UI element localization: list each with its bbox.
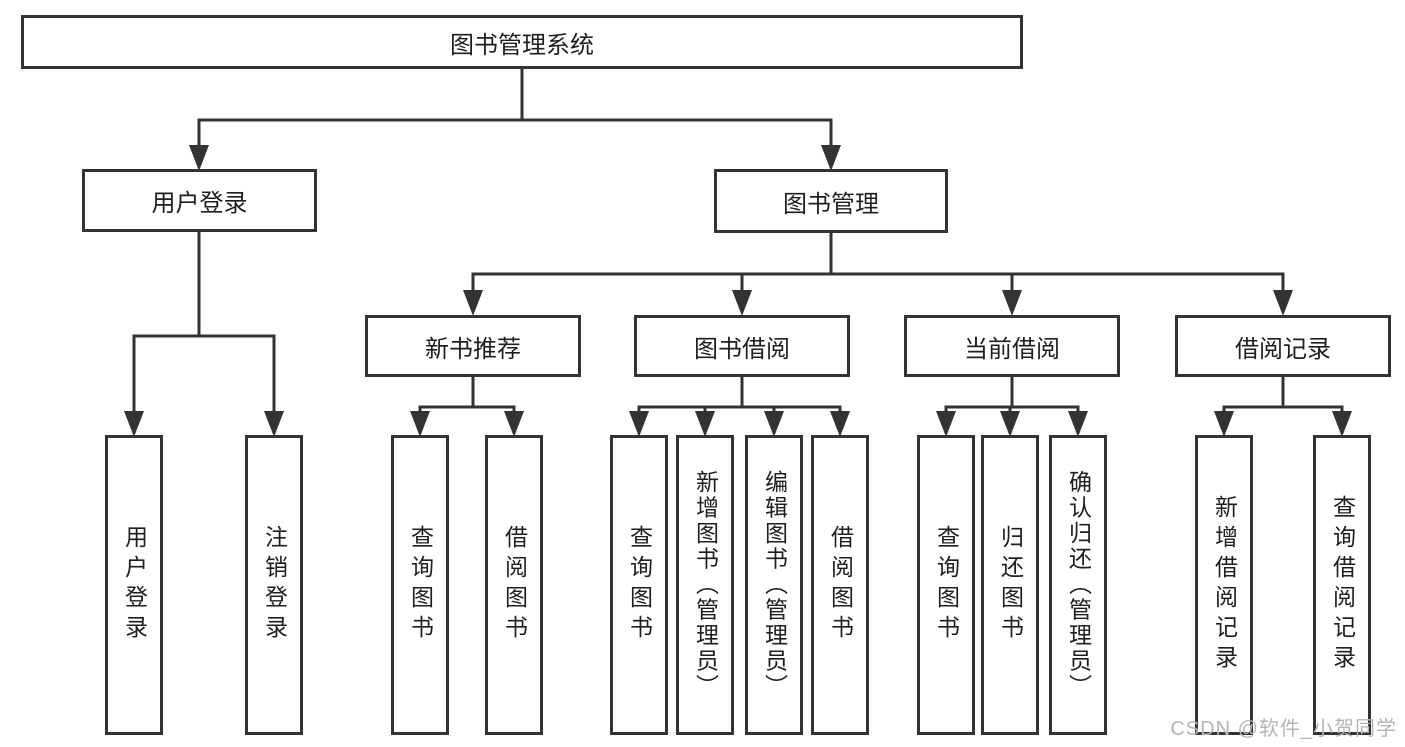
- node-current-borrowing: 当前借阅: [904, 315, 1120, 377]
- node-book-management: 图书管理: [714, 169, 948, 233]
- leaf-borrow-books-recommend: 借阅图书: [485, 435, 543, 735]
- leaf-add-borrow-record: 新增借阅记录: [1195, 435, 1253, 735]
- leaf-query-books-borrowing: 查询图书: [610, 435, 668, 735]
- leaf-confirm-return-admin: 确认归还（管理员）: [1049, 435, 1107, 735]
- leaf-query-books-recommend: 查询图书: [391, 435, 449, 735]
- node-book-borrowing: 图书借阅: [634, 315, 850, 377]
- leaf-edit-book-admin: 编辑图书（管理员）: [745, 435, 803, 735]
- connector-book-management-to-level3: [463, 231, 1293, 316]
- leaf-logout: 注销登录: [245, 435, 303, 735]
- node-user-login: 用户登录: [82, 169, 317, 232]
- node-borrowing-records: 借阅记录: [1175, 315, 1391, 377]
- connector-level3-to-leaves: [410, 375, 1352, 437]
- connector-user-login-to-leaves: [124, 230, 284, 437]
- leaf-query-books-current: 查询图书: [917, 435, 975, 735]
- leaf-user-login: 用户登录: [105, 435, 163, 735]
- connector-root-to-level2: [189, 67, 841, 171]
- leaf-query-borrow-record: 查询借阅记录: [1313, 435, 1371, 735]
- leaf-borrow-books-borrowing: 借阅图书: [811, 435, 869, 735]
- leaf-add-book-admin: 新增图书（管理员）: [676, 435, 734, 735]
- node-library-management-system: 图书管理系统: [21, 15, 1023, 69]
- watermark-text: CSDN @软件_小贺同学: [1170, 718, 1397, 740]
- node-new-book-recommendation: 新书推荐: [365, 315, 581, 377]
- leaf-return-books: 归还图书: [981, 435, 1039, 735]
